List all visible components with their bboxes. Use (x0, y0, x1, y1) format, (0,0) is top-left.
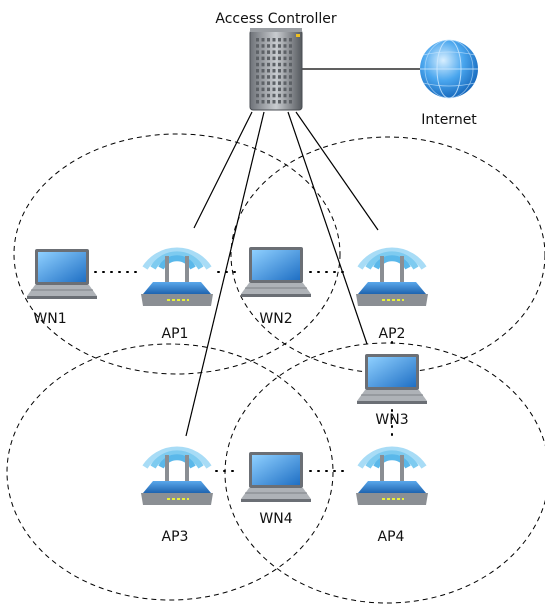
access-point-ap4 (356, 449, 428, 505)
access-point-ap1 (141, 250, 213, 306)
wn2-label: WN2 (259, 311, 292, 327)
access-point-ap3 (141, 449, 213, 505)
server-icon (249, 28, 303, 111)
wn1-label: WN1 (33, 311, 66, 327)
wn4-label: WN4 (259, 511, 292, 527)
laptop-wn1 (26, 248, 98, 300)
globe-icon (420, 39, 478, 99)
access-point-ap2 (356, 250, 428, 306)
wired-links (185, 68, 420, 437)
ap3-label: AP3 (162, 529, 189, 545)
coverage-ap4 (224, 342, 545, 604)
internet-label: Internet (421, 112, 477, 128)
link-controller-ap4 (287, 111, 368, 345)
wireless-links (94, 271, 393, 472)
coverage-ap3 (6, 343, 334, 601)
laptop-wn4 (240, 451, 312, 503)
laptop-wn3 (356, 353, 428, 405)
wn3-label: WN3 (375, 412, 408, 428)
controller-label: Access Controller (215, 11, 336, 27)
ap1-label: AP1 (162, 326, 189, 342)
coverage-areas (6, 133, 545, 604)
link-controller-ap2 (295, 111, 379, 231)
coverage-ap1 (13, 133, 341, 375)
ap4-label: AP4 (378, 529, 405, 545)
link-controller-ap3 (185, 111, 265, 437)
link-controller-ap1 (193, 111, 253, 229)
laptop-wn2 (240, 246, 312, 298)
ap2-label: AP2 (379, 326, 406, 342)
